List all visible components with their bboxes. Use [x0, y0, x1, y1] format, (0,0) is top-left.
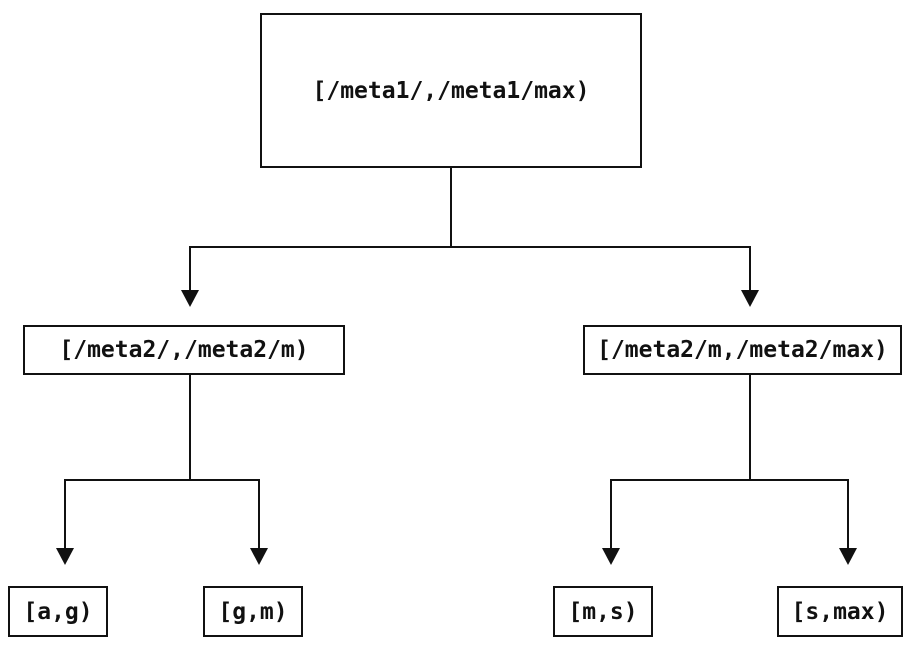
connector-drop-leaf-ag	[63, 478, 67, 549]
node-leaf-ms-label: [m,s)	[568, 598, 638, 625]
arrowhead-down-meta2-left-icon	[181, 290, 199, 307]
arrowhead-down-meta2-right-icon	[741, 290, 759, 307]
connector-drop-leaf-smax	[846, 478, 850, 549]
connector-meta2-left-stem	[188, 375, 192, 480]
node-root-label: [/meta1/,/meta1/max)	[312, 77, 590, 104]
node-meta2-right-label: [/meta2/m,/meta2/max)	[597, 337, 888, 363]
node-leaf-ag: [a,g)	[8, 586, 108, 637]
node-leaf-gm-label: [g,m)	[218, 598, 288, 625]
node-meta2-left-label: [/meta2/,/meta2/m)	[59, 337, 309, 363]
connector-level1-horizontal	[188, 245, 752, 248]
connector-right-subtree-horizontal	[609, 478, 850, 481]
connector-root-stem	[449, 167, 453, 247]
arrowhead-down-leaf-gm-icon	[250, 548, 268, 565]
arrowhead-down-leaf-smax-icon	[839, 548, 857, 565]
arrowhead-down-leaf-ms-icon	[602, 548, 620, 565]
node-leaf-smax: [s,max)	[777, 586, 903, 637]
connector-drop-leaf-gm	[257, 478, 261, 549]
node-meta2-right: [/meta2/m,/meta2/max)	[583, 325, 902, 375]
node-leaf-gm: [g,m)	[203, 586, 303, 637]
connector-drop-leaf-ms	[609, 478, 613, 549]
connector-left-subtree-horizontal	[63, 478, 261, 481]
connector-meta2-right-stem	[748, 375, 752, 480]
node-root: [/meta1/,/meta1/max)	[260, 13, 642, 168]
connector-drop-meta2-left	[188, 245, 192, 293]
node-leaf-smax-label: [s,max)	[791, 598, 889, 625]
node-meta2-left: [/meta2/,/meta2/m)	[23, 325, 345, 375]
connector-drop-meta2-right	[748, 245, 752, 293]
arrowhead-down-leaf-ag-icon	[56, 548, 74, 565]
node-leaf-ms: [m,s)	[553, 586, 653, 637]
node-leaf-ag-label: [a,g)	[23, 598, 93, 625]
